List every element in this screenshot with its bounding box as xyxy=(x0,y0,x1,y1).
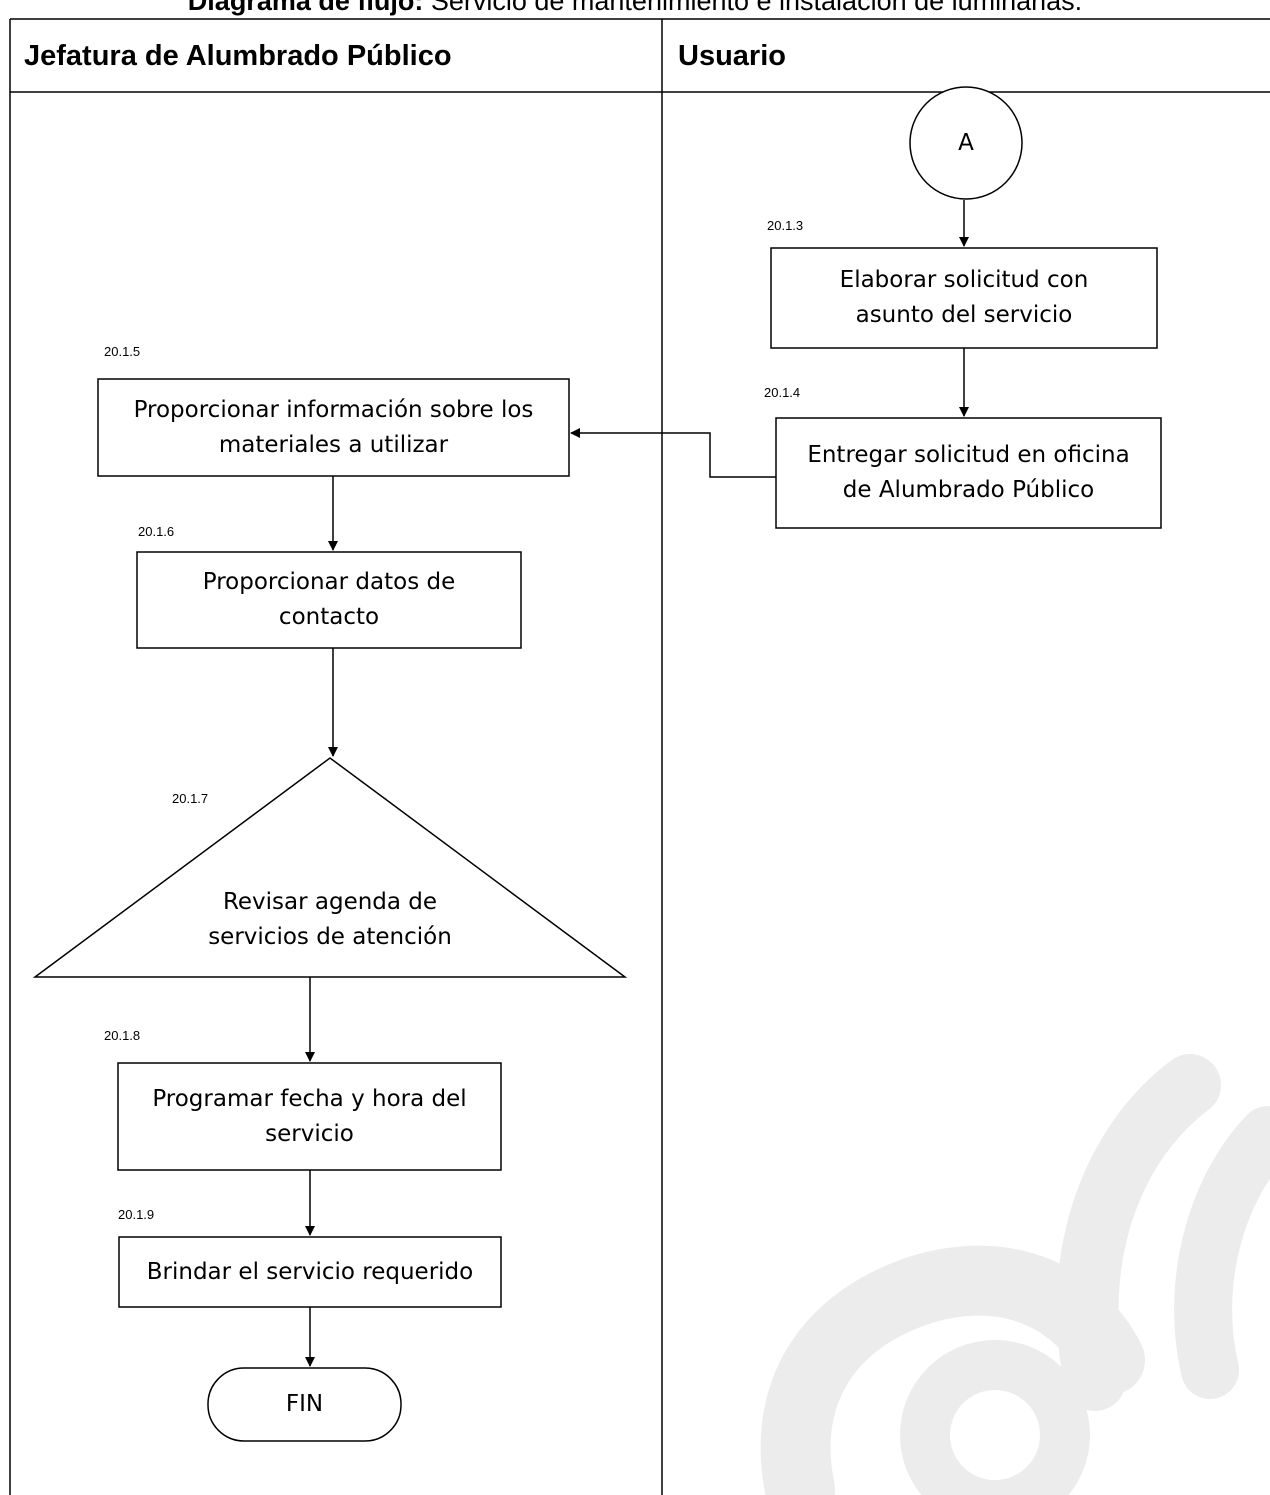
lane-header-jefatura: Jefatura de Alumbrado Público xyxy=(24,40,452,72)
lane-header-usuario: Usuario xyxy=(678,40,786,72)
step-20-1-4-text-container: Entregar solicitud en oficina de Alumbra… xyxy=(786,418,1151,528)
step-20-1-4-box xyxy=(775,417,1162,529)
step-20-1-7-text-container: Revisar agenda de servicios de atención xyxy=(170,880,490,960)
step-code-20-1-5: 20.1.5 xyxy=(104,344,141,359)
connector-label-container: A xyxy=(910,115,1022,171)
end-label-container: FIN xyxy=(208,1368,401,1441)
watermark-logo xyxy=(760,1054,1270,1495)
step-20-1-4-text: Entregar solicitud en oficina de Alumbra… xyxy=(807,442,1130,503)
end-label: FIN xyxy=(285,1391,324,1417)
step-code-20-1-8: 20.1.8 xyxy=(104,1028,141,1043)
step-code-20-1-7: 20.1.7 xyxy=(172,791,209,806)
step-20-1-3-text-container: Elaborar solicitud con asunto del servic… xyxy=(781,248,1147,348)
step-code-20-1-3: 20.1.3 xyxy=(767,218,804,233)
step-20-1-7-triangle xyxy=(32,757,628,978)
step-code-20-1-6: 20.1.6 xyxy=(138,524,175,539)
step-20-1-5-box xyxy=(97,378,570,477)
swimlane-frame xyxy=(9,18,1270,1495)
step-20-1-9-box xyxy=(118,1236,502,1308)
step-20-1-5-text-container: Proporcionar información sobre los mater… xyxy=(108,379,559,476)
step-20-1-6-text: Proporcionar datos de contacto xyxy=(202,569,456,630)
diagram-title: Diagrama de flujo: Servicio de mantenimi… xyxy=(0,0,1270,17)
step-20-1-5-text: Proporcionar información sobre los mater… xyxy=(133,396,534,458)
step-20-1-8-text: Programar fecha y hora del servicio xyxy=(152,1085,467,1147)
step-20-1-7-text: Revisar agenda de servicios de atención xyxy=(208,889,452,950)
end-terminator xyxy=(207,1367,402,1442)
step-20-1-3-text: Elaborar solicitud con asunto del servic… xyxy=(839,267,1089,328)
step-20-1-6-text-container: Proporcionar datos de contacto xyxy=(147,552,511,648)
connector-label: A xyxy=(958,129,974,156)
flow-arrows xyxy=(305,200,969,1367)
step-code-20-1-4: 20.1.4 xyxy=(764,385,801,400)
step-20-1-9-text: Brindar el servicio requerido xyxy=(146,1258,474,1285)
diagram-title-bold: Diagrama de flujo: xyxy=(187,0,424,16)
connector-circle xyxy=(909,86,1023,200)
step-20-1-9-text-container: Brindar el servicio requerido xyxy=(119,1237,501,1307)
step-20-1-3-box xyxy=(770,247,1158,349)
step-20-1-6-box xyxy=(136,551,522,649)
diagram-title-rest: Servicio de mantenimiento e instalación … xyxy=(423,0,1083,16)
step-code-20-1-9: 20.1.9 xyxy=(118,1207,155,1222)
arrow-20-1-4-to-20-1-5 xyxy=(570,428,776,478)
step-20-1-8-text-container: Programar fecha y hora del servicio xyxy=(128,1063,491,1170)
